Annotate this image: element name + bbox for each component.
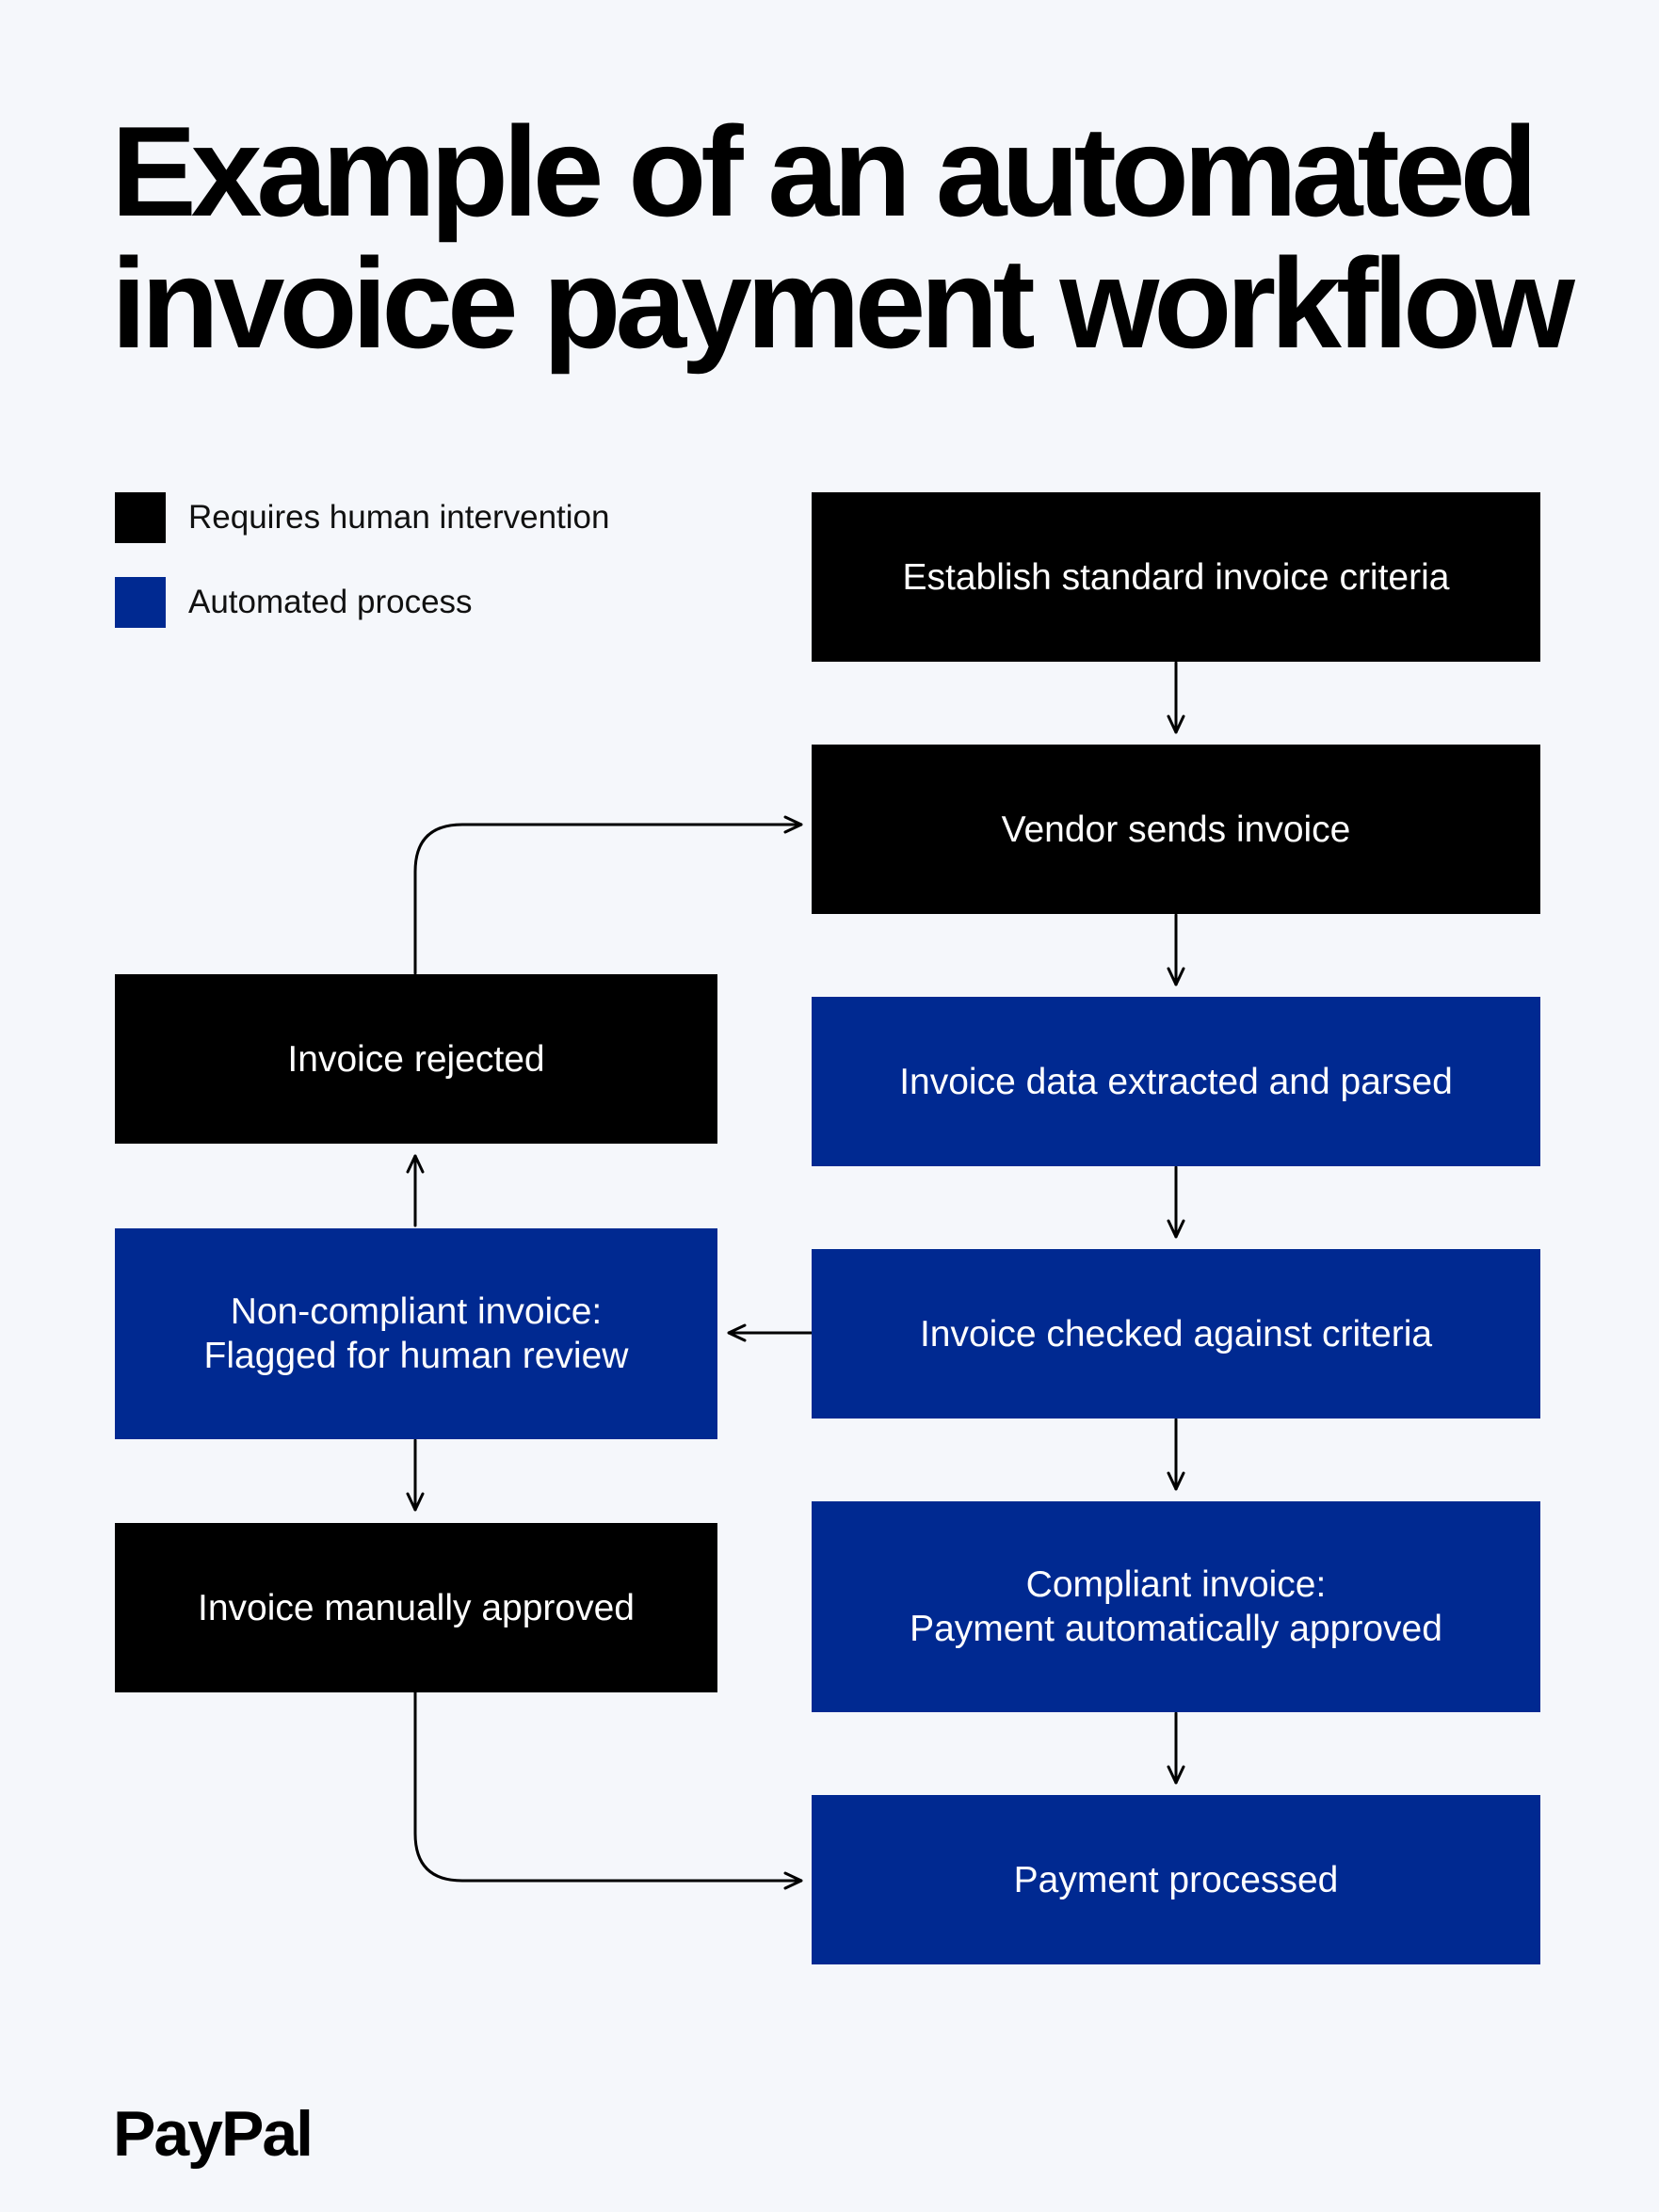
legend-item-human: Requires human intervention (115, 492, 609, 543)
arrow-rejected-to-vendor (413, 825, 803, 975)
node-invoice-rejected: Invoice rejected (115, 974, 717, 1144)
node-establish-criteria-line-1: Establish standard invoice criteria (902, 556, 1450, 598)
arrow-manual-to-processed (413, 1691, 803, 1881)
node-establish-criteria: Establish standard invoice criteria (812, 492, 1540, 662)
title-line-2: invoice payment workflow (111, 232, 1575, 375)
node-non-compliant-line-2: Flagged for human review (203, 1336, 629, 1376)
page-title: Example of an automated invoice payment … (111, 105, 1580, 369)
node-payment-processed: Payment processed (812, 1795, 1540, 1964)
node-vendor-sends-text: Vendor sends invoice (1002, 808, 1351, 852)
node-checked-criteria: Invoice checked against criteria (812, 1249, 1540, 1419)
paypal-logo: PayPal (113, 2098, 314, 2170)
legend-label-automated: Automated process (188, 584, 473, 620)
node-compliant-line-1: Compliant invoice: (1025, 1564, 1327, 1605)
node-manually-approved: Invoice manually approved (115, 1523, 717, 1692)
node-manually-approved-line-1: Invoice manually approved (198, 1587, 635, 1628)
node-compliant-text: Compliant invoice: Payment automatically… (910, 1563, 1442, 1651)
node-checked-criteria-line-1: Invoice checked against criteria (919, 1313, 1433, 1354)
node-compliant-line-2: Payment automatically approved (910, 1609, 1442, 1649)
node-data-extracted-text: Invoice data extracted and parsed (899, 1060, 1453, 1104)
legend-swatch-human (115, 492, 166, 543)
node-vendor-sends: Vendor sends invoice (812, 745, 1540, 914)
node-invoice-rejected-line-1: Invoice rejected (287, 1038, 545, 1080)
node-data-extracted-line-1: Invoice data extracted and parsed (899, 1061, 1453, 1102)
node-data-extracted: Invoice data extracted and parsed (812, 997, 1540, 1166)
node-invoice-rejected-text: Invoice rejected (287, 1037, 544, 1082)
node-non-compliant: Non-compliant invoice: Flagged for human… (115, 1228, 717, 1439)
title-line-1: Example of an automated (111, 100, 1538, 243)
node-payment-processed-line-1: Payment processed (1013, 1859, 1339, 1900)
node-establish-criteria-text: Establish standard invoice criteria (903, 555, 1450, 600)
legend-label-human: Requires human intervention (188, 499, 610, 536)
node-compliant: Compliant invoice: Payment automatically… (812, 1501, 1540, 1712)
node-non-compliant-line-1: Non-compliant invoice: (230, 1291, 603, 1332)
legend-item-automated: Automated process (115, 577, 473, 628)
node-manually-approved-text: Invoice manually approved (198, 1586, 635, 1630)
node-non-compliant-text: Non-compliant invoice: Flagged for human… (204, 1290, 629, 1378)
node-vendor-sends-line-1: Vendor sends invoice (1001, 809, 1351, 850)
node-payment-processed-text: Payment processed (1014, 1858, 1339, 1902)
node-checked-criteria-text: Invoice checked against criteria (920, 1312, 1432, 1356)
legend-swatch-automated (115, 577, 166, 628)
